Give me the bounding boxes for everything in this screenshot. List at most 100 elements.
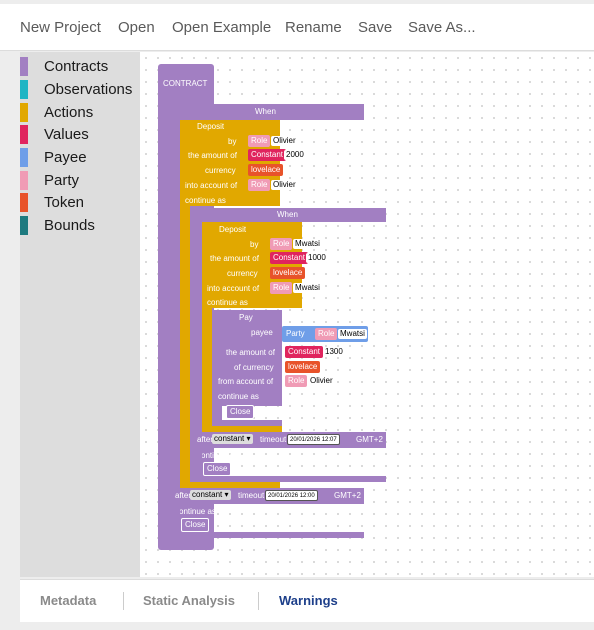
role-label: Role: [288, 376, 305, 385]
category-label: Party: [44, 172, 80, 189]
deposit-block-inner[interactable]: [202, 222, 302, 308]
new-project-button[interactable]: New Project: [20, 19, 101, 36]
tab-divider: [123, 592, 124, 610]
into-account-label: into account of: [207, 284, 260, 293]
close-block[interactable]: Close: [226, 405, 255, 419]
open-example-button[interactable]: Open Example: [172, 19, 272, 36]
party-name-field[interactable]: Olivier: [271, 180, 298, 190]
token-block[interactable]: lovelace: [248, 164, 284, 176]
continue-as-label: continue as: [175, 507, 216, 516]
constant-block[interactable]: Constant: [285, 346, 324, 358]
role-block[interactable]: Role: [248, 179, 271, 191]
rename-button[interactable]: Rename: [285, 19, 342, 36]
role-label: Role: [273, 239, 290, 248]
continue-as-label: continue as: [218, 392, 259, 401]
bottom-tab-bar: Metadata Static Analysis Warnings: [20, 579, 594, 622]
category-swatch: [20, 193, 28, 212]
role-block[interactable]: Role: [315, 328, 338, 340]
continue-as-label: continue as: [197, 451, 238, 460]
category-swatch: [20, 216, 28, 235]
amount-field[interactable]: 1300: [323, 347, 345, 357]
deposit-label: Deposit: [219, 225, 247, 234]
continue-as-label: continue as: [185, 196, 226, 205]
amount-label: the amount of: [210, 254, 259, 263]
contract-label: CONTRACT: [163, 79, 208, 88]
toolbox-category-payee[interactable]: Payee: [20, 146, 140, 168]
toolbox-category-token[interactable]: Token: [20, 191, 140, 213]
pay-block[interactable]: [212, 310, 282, 406]
party-name-field[interactable]: Olivier: [308, 376, 335, 386]
amount-field[interactable]: 2000: [284, 150, 306, 160]
from-account-label: from account of: [218, 377, 274, 386]
into-account-label: into account of: [185, 181, 238, 190]
category-swatch: [20, 171, 28, 190]
tab-metadata[interactable]: Metadata: [40, 593, 97, 608]
toolbox-category-values[interactable]: Values: [20, 123, 140, 145]
close-block[interactable]: Close: [181, 518, 210, 532]
timeout-type-value: constant: [192, 490, 223, 499]
blocks-canvas[interactable]: CONTRACT When Deposit by the amount of c…: [140, 52, 594, 577]
toolbox-category-bounds[interactable]: Bounds: [20, 214, 140, 236]
pay-block-spine: [212, 406, 222, 422]
when-block-inner[interactable]: [192, 208, 386, 222]
toolbox-category-actions[interactable]: Actions: [20, 101, 140, 123]
party-label: Party: [286, 329, 305, 338]
when-block-inner-bottom: [192, 476, 386, 482]
party-name-field[interactable]: Mwatsi: [338, 329, 367, 339]
close-block[interactable]: Close: [203, 462, 232, 476]
timeout-label: timeout: [238, 491, 265, 500]
tab-warnings[interactable]: Warnings: [279, 593, 338, 608]
timeout-label: timeout: [260, 435, 287, 444]
category-label: Values: [44, 126, 89, 143]
role-label: Role: [273, 283, 290, 292]
when-after-spine-inner: [192, 448, 202, 478]
role-block[interactable]: Role: [285, 375, 308, 387]
toolbox-category-contracts[interactable]: Contracts: [20, 55, 140, 77]
tab-divider: [258, 592, 259, 610]
amount-field[interactable]: 1000: [306, 253, 328, 263]
tz-label: GMT+2: [334, 491, 361, 500]
open-button[interactable]: Open: [118, 19, 155, 36]
token-block[interactable]: lovelace: [285, 361, 321, 373]
toolbox: Contracts Observations Actions Values Pa…: [20, 52, 140, 577]
of-currency-label: of currency: [234, 363, 274, 372]
pay-label: Pay: [239, 313, 253, 322]
timeout-datetime-input[interactable]: 20/01/2026 12:00: [265, 490, 318, 501]
deposit-block-outer-bottom: [180, 482, 280, 488]
tab-static-analysis[interactable]: Static Analysis: [143, 593, 236, 608]
role-block[interactable]: Role: [248, 135, 271, 147]
category-label: Observations: [44, 81, 133, 98]
role-block[interactable]: Role: [270, 238, 293, 250]
constant-block[interactable]: Constant: [270, 252, 309, 264]
role-label: Role: [251, 180, 268, 189]
top-menu-bar: New Project Open Open Example Rename Sav…: [0, 4, 594, 51]
party-name-field[interactable]: Mwatsi: [293, 239, 322, 249]
save-as-button[interactable]: Save As...: [408, 19, 476, 36]
toolbox-category-party[interactable]: Party: [20, 169, 140, 191]
deposit-block-outer[interactable]: [180, 120, 280, 206]
continue-as-label: continue as: [207, 298, 248, 307]
blockly-workspace: Contracts Observations Actions Values Pa…: [20, 52, 594, 577]
role-label: Role: [251, 136, 268, 145]
category-swatch: [20, 103, 28, 122]
currency-label: currency: [227, 269, 258, 278]
by-label: by: [228, 137, 237, 146]
timeout-type-value: constant: [214, 434, 245, 443]
timeout-datetime-input[interactable]: 20/01/2026 12:07: [287, 434, 340, 445]
role-block[interactable]: Role: [270, 282, 293, 294]
constant-block[interactable]: Constant: [248, 149, 287, 161]
toolbox-category-observations[interactable]: Observations: [20, 78, 140, 100]
party-name-field[interactable]: Olivier: [271, 136, 298, 146]
after-label: after: [175, 491, 192, 500]
timeout-type-dropdown[interactable]: constant ▾: [212, 434, 253, 444]
payee-label: payee: [251, 328, 273, 337]
category-label: Token: [44, 194, 85, 211]
save-button[interactable]: Save: [358, 19, 393, 36]
pay-block-bottom: [212, 420, 282, 426]
token-block[interactable]: lovelace: [270, 267, 306, 279]
tz-label: GMT+2: [356, 435, 383, 444]
timeout-type-dropdown[interactable]: constant ▾: [190, 490, 231, 500]
when-block-outer[interactable]: [170, 104, 364, 120]
party-name-field[interactable]: Mwatsi: [293, 283, 322, 293]
constant-label: Constant: [288, 347, 321, 356]
